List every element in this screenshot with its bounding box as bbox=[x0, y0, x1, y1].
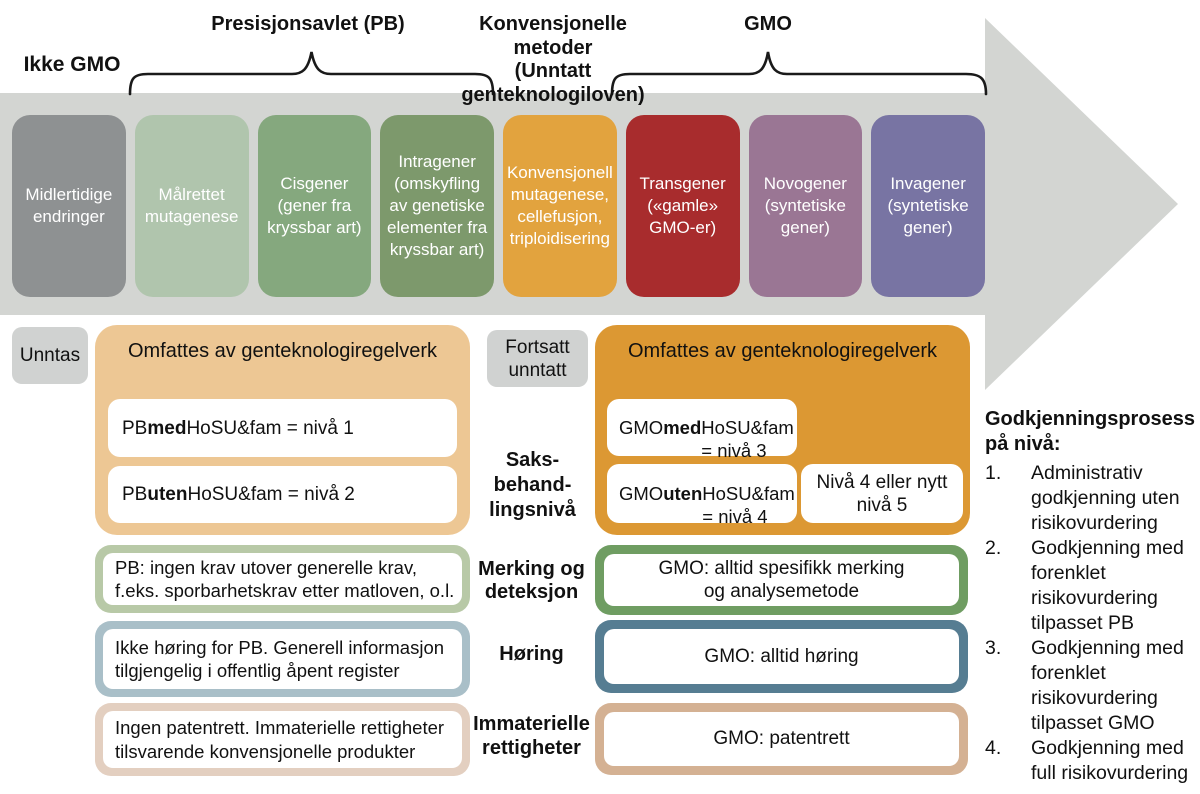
approval-item-text: Godkjenning med forenklet risikovurderin… bbox=[1031, 637, 1184, 734]
label-saksbehandlingsniva: Saks- behand- lingsnivå bbox=[489, 449, 576, 521]
label-ikke-gmo: Ikke GMO bbox=[23, 53, 121, 76]
level-row-pb-niva2: PB uten HoSU&fam = nivå 2 bbox=[108, 466, 457, 523]
approval-item-2: 2. Godkjenning med forenklet risikovurde… bbox=[985, 536, 1200, 636]
req-horing-gmo-text: GMO: alltid høring bbox=[604, 629, 959, 684]
technique-box-transgener: Transgener («gamle» GMO-er) bbox=[625, 115, 740, 297]
level-row-niva5: Nivå 4 eller nytt nivå 5 bbox=[801, 464, 963, 523]
req-merking-pb-text: PB: ingen krav utover generelle krav, f.… bbox=[103, 553, 462, 605]
level-row-pb-niva1: PB med HoSU&fam = nivå 1 bbox=[108, 399, 457, 457]
approval-item-3: 3. Godkjenning med forenklet risikovurde… bbox=[985, 636, 1200, 736]
req-merking-pb-outer: PB: ingen krav utover generelle krav, f.… bbox=[95, 545, 470, 613]
row-text: GMO bbox=[619, 483, 664, 504]
chip-fortsatt-unntatt: Fortsatt unntatt bbox=[487, 330, 588, 387]
label-presisjonsavlet: Presisjonsavlet (PB) bbox=[211, 13, 405, 35]
brace-gmo bbox=[610, 51, 988, 96]
label-merking-og-deteksjon: Merking og deteksjon bbox=[478, 558, 585, 603]
approval-item-number: 1. bbox=[985, 462, 1002, 484]
regulated-group-gmo: Omfattes av genteknologiregelverk GMO me… bbox=[595, 325, 970, 535]
row-text: GMO bbox=[619, 417, 664, 438]
technique-box-midlertidige-endringer: Midlertidige endringer bbox=[12, 115, 126, 297]
req-immaterielle-gmo-text: GMO: patentrett bbox=[604, 712, 959, 766]
req-horing-pb-outer: Ikke høring for PB. Generell informasjon… bbox=[95, 621, 470, 697]
approval-item-text: Godkjenning med full risikovurdering bbox=[1031, 737, 1189, 784]
approval-item-4: 4. Godkjenning med full risikovurdering bbox=[985, 736, 1200, 786]
approval-item-1: 1. Administrativ godkjenning uten risiko… bbox=[985, 461, 1200, 536]
row-text: HoSU&fam = nivå 2 bbox=[187, 484, 355, 505]
technique-box-cisgener: Cisgener (gener fra kryssbar art) bbox=[257, 115, 372, 297]
row-text: HoSU&fam = nivå 4 bbox=[702, 483, 795, 527]
approval-item-text: Godkjenning med forenklet risikovurderin… bbox=[1031, 537, 1184, 634]
regulated-group-pb-title: Omfattes av genteknologiregelverk bbox=[127, 340, 438, 362]
technique-box-konvensjonell-mutagenese: Konvensjonell mutagenese, cellefusjon, t… bbox=[503, 115, 617, 297]
label-konvensjonelle-metoder: Konvensjonelle metoder (Unntatt gentekno… bbox=[461, 13, 645, 106]
req-horing-gmo-outer: GMO: alltid høring bbox=[595, 620, 968, 693]
req-immaterielle-pb-text: Ingen patentrett. Immaterielle rettighet… bbox=[103, 711, 462, 768]
label-immaterielle-rettigheter: Immaterielle rettigheter bbox=[473, 713, 590, 759]
row-text-bold: med bbox=[147, 417, 187, 439]
regulated-group-gmo-title: Omfattes av genteknologiregelverk bbox=[627, 340, 938, 362]
approval-heading: Godkjenningsprosess på nivå: bbox=[985, 408, 1196, 455]
row-text-bold: uten bbox=[147, 484, 188, 505]
row-text: HoSU&fam = nivå 3 bbox=[701, 417, 794, 461]
approval-item-number: 2. bbox=[985, 537, 1002, 559]
technique-row: Midlertidige endringer Målrettet mutagen… bbox=[12, 115, 985, 297]
req-immaterielle-gmo-outer: GMO: patentrett bbox=[595, 703, 968, 775]
approval-item-text: Administrativ godkjenning uten risikovur… bbox=[1031, 462, 1180, 534]
row-text-bold: med bbox=[663, 417, 702, 438]
label-gmo: GMO bbox=[744, 13, 792, 35]
approval-item-number: 4. bbox=[985, 737, 1002, 759]
technique-box-invagener: Invagener (syntetiske gener) bbox=[871, 115, 985, 297]
approval-list: 1. Administrativ godkjenning uten risiko… bbox=[985, 461, 1200, 786]
brace-presisjonsavlet bbox=[128, 51, 495, 96]
row-text-bold: uten bbox=[663, 483, 703, 504]
technique-box-novogener: Novogener (syntetiske gener) bbox=[748, 115, 863, 297]
label-horing: Høring bbox=[499, 643, 564, 665]
req-horing-pb-text: Ikke høring for PB. Generell informasjon… bbox=[103, 629, 462, 689]
row-text: PB bbox=[122, 417, 148, 439]
technique-box-malrettet-mutagenese: Målrettet mutagenese bbox=[134, 115, 249, 297]
row-text: HoSU&fam = nivå 1 bbox=[186, 417, 354, 439]
req-immaterielle-pb-outer: Ingen patentrett. Immaterielle rettighet… bbox=[95, 703, 470, 776]
chip-unntas: Unntas bbox=[12, 327, 88, 384]
row-text: PB bbox=[122, 484, 148, 505]
level-row-gmo-niva4: GMO uten HoSU&fam = nivå 4 bbox=[607, 464, 797, 527]
regulated-group-pb: Omfattes av genteknologiregelverk PB med… bbox=[95, 325, 470, 535]
req-merking-gmo-outer: GMO: alltid spesifikk merking og analyse… bbox=[595, 545, 968, 615]
req-merking-gmo-text: GMO: alltid spesifikk merking og analyse… bbox=[604, 554, 959, 606]
level-row-gmo-niva3: GMO med HoSU&fam = nivå 3 bbox=[607, 399, 797, 461]
technique-box-intragener: Intragener (omskyfling av genetiske elem… bbox=[380, 115, 494, 297]
approval-item-number: 3. bbox=[985, 637, 1002, 659]
